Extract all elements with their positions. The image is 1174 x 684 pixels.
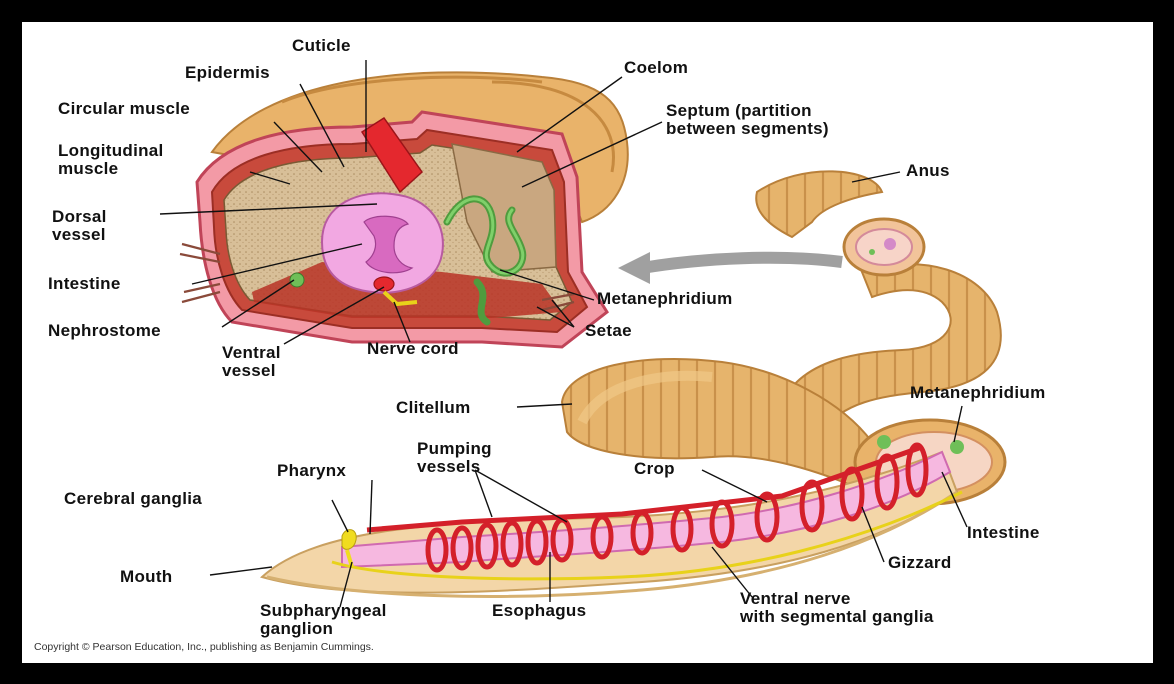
label-intestine-right: Intestine [967,524,1040,542]
label-metanephridium-top: Metanephridium [597,290,733,308]
label-cuticle: Cuticle [292,37,351,55]
earthworm-anatomy-illustration [22,22,1153,663]
label-crop: Crop [634,460,675,478]
label-intestine-top: Intestine [48,275,121,293]
label-subpharyngeal-ganglion: Subpharyngeal ganglion [260,602,387,638]
label-pumping-vessels: Pumping vessels [417,440,492,476]
label-pharynx: Pharynx [277,462,346,480]
label-ventral-vessel: Ventral vessel [222,344,281,380]
label-epidermis: Epidermis [185,64,270,82]
label-circular-muscle: Circular muscle [58,100,190,118]
diagram-canvas: Cuticle Epidermis Circular muscle Longit… [22,22,1153,663]
label-nephrostome: Nephrostome [48,322,161,340]
label-cerebral-ganglia: Cerebral ganglia [64,490,202,508]
direction-arrow [642,258,842,268]
label-longitudinal-muscle: Longitudinal muscle [58,142,164,178]
label-setae: Setae [585,322,632,340]
label-nerve-cord: Nerve cord [367,340,459,358]
label-metanephridium-right: Metanephridium [910,384,1046,402]
label-mouth: Mouth [120,568,172,586]
label-gizzard: Gizzard [888,554,952,572]
label-coelom: Coelom [624,59,688,77]
label-clitellum: Clitellum [396,399,471,417]
copyright-notice: Copyright © Pearson Education, Inc., pub… [34,641,374,653]
label-ventral-nerve: Ventral nerve with segmental ganglia [740,590,934,626]
label-anus: Anus [906,162,950,180]
label-esophagus: Esophagus [492,602,586,620]
label-septum: Septum (partition between segments) [666,102,829,138]
label-dorsal-vessel: Dorsal vessel [52,208,107,244]
